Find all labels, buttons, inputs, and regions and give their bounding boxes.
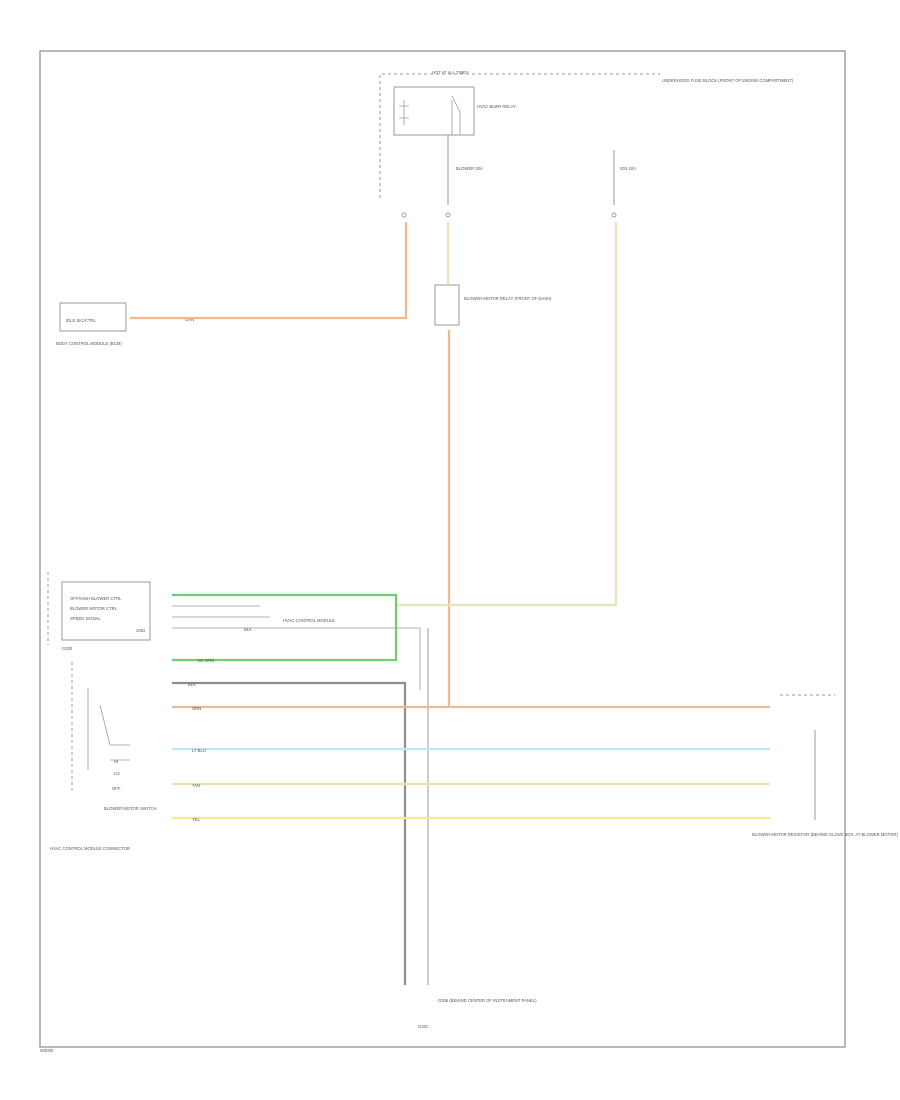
switch-label: BLOWER MOTOR SWITCH [104,806,157,811]
bcm-name: BODY CONTROL MODULE (BCM) [56,341,122,346]
blower-relay-box-label: BLOWER MOTOR RELAY (FRONT OF DASH) [464,296,552,301]
relay-label: HVAC BLWR RELAY [477,104,516,109]
relay-coil [399,100,409,125]
ign-feed-wire [395,222,618,607]
module-row1: OFF/HIGH BLOWER CTRL [70,596,122,601]
module-hvac-ctrl: HVAC CONTROL MODULE [283,618,335,623]
module-box [61,581,151,641]
pin-c3 [611,212,617,218]
bcm-pin-label: IDLE SIG/CTRL [66,318,96,323]
wire-ltblu-label: LT BLU [192,748,206,753]
resistor-name: BLOWER MOTOR RESISTOR (BEHIND GLOVE BOX,… [752,832,898,837]
blower-relay-box-top [393,86,475,136]
relay-switch-contact [451,95,461,135]
blower-relay-box [434,284,460,326]
black-wire-label: BLK [188,682,196,687]
fuse-hot-label: HOT AT ALL TIMES [432,70,469,75]
pin-c2 [445,212,451,218]
switch-hi: HI [114,759,118,764]
fuse-name: BLOWER 30A [456,166,483,171]
fuse-block-outline [379,73,660,198]
module-row3: SPEED SIGNAL [70,616,101,621]
green-loop-wire [172,593,398,662]
ground-label: G306 (BEHIND CENTER OF INSTRUMENT PANEL) [438,998,537,1003]
diagram-frame [39,50,846,1048]
module-row4: GND [136,628,145,633]
wire-orn-label: ORN [192,706,201,711]
pin-c1 [401,212,407,218]
module-blk-label: BLK [244,627,252,632]
bcm-box [59,302,127,332]
green-wire-label: DK GRN [198,658,214,663]
bcm-wire [130,222,408,320]
switch-lo: LO [114,771,120,776]
wire-yel-label: YEL [192,817,201,822]
switch-contacts [87,688,130,770]
module-wire-4 [172,627,421,690]
wire-tan-label: TAN [192,783,200,788]
bcm-wire-label: ORN [185,317,194,322]
module-name: HVAC CONTROL MODULE CONNECTOR [50,846,130,851]
switch-off: OFF [112,786,121,791]
module-row2: BLOWER MOTOR CTRL [70,606,118,611]
ground-id: G301 [418,1024,429,1029]
ign-fuse-label: IGN 10A [620,166,636,171]
footer-code: W0000 [40,1048,54,1053]
fuse-block-label: UNDERHOOD FUSE BLOCK (FRONT OF ENGINE CO… [662,78,794,83]
ground-cond-label: G200 [62,646,73,651]
black-ground-wire [172,681,407,985]
